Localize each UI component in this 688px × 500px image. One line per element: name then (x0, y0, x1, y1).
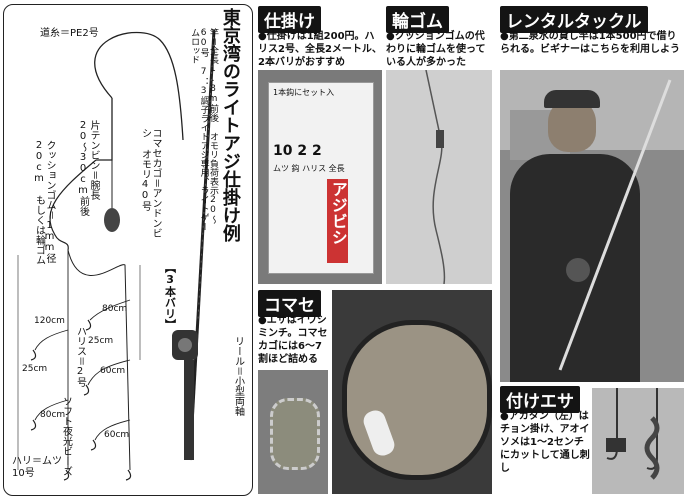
soft-beads-label: ソフト夜光ビーズ (60, 396, 72, 476)
shikake-caption: ●仕掛けは1組200円。ハリス2号、全長2メートル、2本バリがおすすめ (258, 31, 382, 68)
wagomu-sketch (425, 70, 446, 284)
three-hooks-label: 【3本バリ】 (163, 262, 177, 330)
reel-label: リール＝小型両軸 (232, 336, 244, 416)
package-top-label: 1本鈎にセット入 (273, 88, 335, 97)
hook-label: ハリ＝ムツ10号 (12, 456, 62, 479)
tsukeesa-heading: 付けエサ (500, 386, 580, 413)
dim-80-left-label: 80cm (40, 410, 66, 420)
komase-heading: コマセ (258, 290, 321, 317)
dim-25-mid-label: 25cm (88, 336, 114, 346)
tsukeesa-caption: ●アカタン（左）はチョン掛け、アオイソメは1〜2センチにカットして通し刺し (500, 411, 590, 474)
mince-bowl (342, 320, 492, 480)
rental-heading: レンタルタックル (500, 6, 648, 33)
komase-cage (270, 398, 320, 470)
harisu-label: ハリス＝2号 (74, 326, 86, 387)
dim-25-left-label: 25cm (22, 364, 48, 374)
rig-diagram (17, 29, 216, 481)
cushion-label: クッションゴム＝1mm径 20cm もしくは輪ゴム (33, 140, 56, 265)
shikake-heading: 仕掛け (258, 6, 321, 33)
komase-bowl-photo (332, 290, 492, 494)
rod-sketch (558, 79, 672, 371)
cap (544, 90, 600, 108)
dim-60-lower-label: 60cm (104, 430, 130, 440)
rental-photo (500, 70, 684, 382)
package-numbers: 10 2 2 (273, 143, 322, 159)
bait-sketch (606, 388, 660, 480)
wagomu-caption: ●クッションゴムの代わりに輪ゴムを使っている人が多かった (386, 31, 486, 68)
main-title: 東京湾のライトアジ仕掛け例 (219, 8, 241, 242)
rod-label: 竿＝全長1.8m前後 オモリ負荷表示20〜60号 7：3調子ライトアジ専用、ライ… (189, 28, 218, 231)
tsukeesa-photo (592, 388, 684, 494)
wagomu-heading: 輪ゴム (386, 6, 449, 33)
diagram-frame (3, 4, 253, 496)
rental-caption: ●第二泉水の貸し竿は1本500円で借りられる。ビギナーはこちらを利用しよう (500, 31, 680, 55)
wagomu-photo (386, 70, 492, 284)
dim-60-upper-label: 60cm (100, 366, 126, 376)
package: 1本鈎にセット入 10 2 2 ムツ 鈎 ハリス 全長 アジビシ (268, 82, 374, 274)
komase-kago-label: コマセカゴ＝アンドンビシ オモリ40号 (139, 128, 162, 238)
komase-caption: ●エサはイワシミンチ。コマセカゴには6〜7割ほど詰める (258, 315, 328, 365)
package-sub-label: ムツ 鈎 ハリス 全長 (273, 164, 345, 173)
tenbin-label: 片テンビン＝腕長20〜30cm前後 (77, 120, 100, 216)
shikake-photo: 1本鈎にセット入 10 2 2 ムツ 鈎 ハリス 全長 アジビシ (258, 70, 382, 284)
michi-ito-label: 道糸＝PE2号 (40, 28, 99, 39)
komase-cage-photo (258, 370, 328, 494)
dim-80-top-label: 80cm (102, 304, 128, 314)
dim-120-label: 120cm (34, 316, 65, 326)
package-title: アジビシ (327, 179, 348, 263)
